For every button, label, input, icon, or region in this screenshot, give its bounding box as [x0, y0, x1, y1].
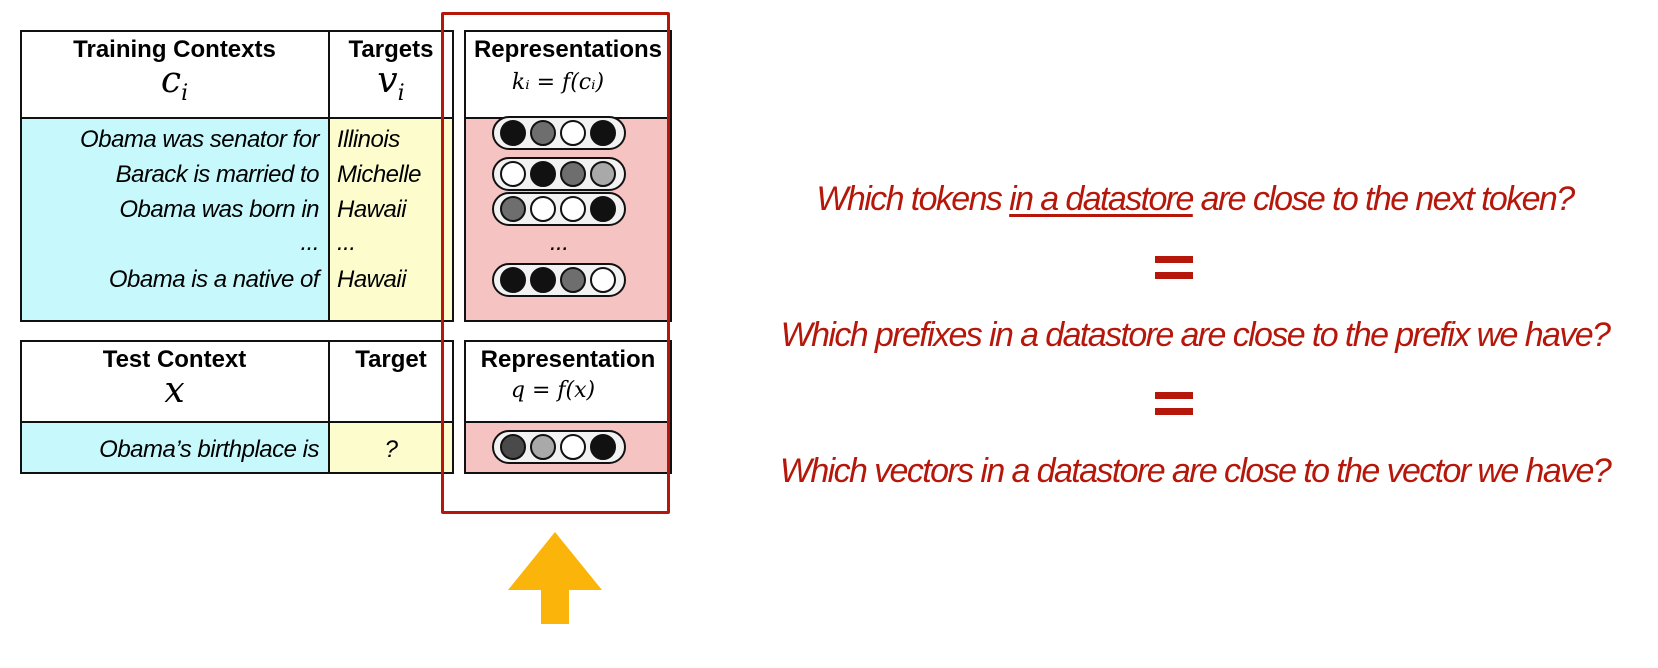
- test-table: Test Context x Target Representation q =…: [20, 340, 672, 474]
- question-tokens: Which tokens in a datastore are close to…: [816, 180, 1575, 218]
- underlined-datastore: in a datastore: [1009, 180, 1194, 218]
- vector-dot: [560, 267, 586, 293]
- test-target-text: ?: [384, 436, 398, 463]
- test-repr-formula: q = f(x): [510, 378, 596, 403]
- test-target-cell: [329, 422, 454, 473]
- training-target-3: Hawaii: [337, 196, 407, 223]
- training-target-5: Hawaii: [337, 266, 407, 293]
- header-test-context: Test Context x: [20, 340, 329, 422]
- training-context-1: Obama was senator for: [80, 126, 319, 153]
- repr-formula: kᵢ = f(cᵢ): [511, 70, 605, 95]
- test-context-symbol: x: [164, 370, 185, 411]
- header-target: Target: [355, 346, 427, 373]
- training-target-ellipsis: ...: [337, 229, 356, 256]
- vector-dot: [560, 196, 586, 222]
- vector-dot: [590, 161, 616, 187]
- vector-dot: [560, 161, 586, 187]
- training-target-cells: [329, 118, 454, 321]
- vector-pill-icon: [492, 157, 626, 191]
- training-context-cells: [20, 118, 329, 321]
- header-representations: Representations kᵢ = f(cᵢ): [464, 30, 672, 118]
- vector-dot: [530, 196, 556, 222]
- header-targets: Targets vi: [329, 30, 453, 118]
- header-representation: Representation q = f(x): [464, 340, 672, 422]
- vector-pill-icon: [492, 263, 626, 297]
- vector-pill-icon: [492, 116, 626, 150]
- training-table: Training Contexts ci Targets vi Represen…: [20, 30, 672, 322]
- header-training-contexts: Training Contexts ci: [20, 30, 329, 118]
- equals-sign: [1155, 392, 1193, 418]
- vector-dot: [560, 434, 586, 460]
- test-context-cell: [20, 422, 329, 473]
- training-target-1: Illinois: [337, 126, 400, 153]
- vector-pill-icon: [492, 430, 626, 464]
- targets-symbol: vi: [377, 60, 405, 107]
- vector-dot: [500, 434, 526, 460]
- training-context-ellipsis: ...: [300, 229, 319, 256]
- vector-dot: [530, 434, 556, 460]
- equals-sign: [1155, 256, 1193, 282]
- vector-dot: [530, 120, 556, 146]
- vector-dot: [500, 120, 526, 146]
- training-context-2: Barack is married to: [115, 161, 320, 188]
- vector-dot: [590, 196, 616, 222]
- vector-dot: [530, 267, 556, 293]
- training-target-2: Michelle: [337, 161, 422, 188]
- vector-dot: [500, 196, 526, 222]
- question-prefixes: Which prefixes in a datastore are close …: [780, 316, 1611, 354]
- vector-pill-icon: [492, 192, 626, 226]
- test-context-text: Obama’s birthplace is: [99, 436, 319, 463]
- vector-dot: [530, 161, 556, 187]
- vector-dot: [590, 267, 616, 293]
- vector-dot: [590, 434, 616, 460]
- training-context-3: Obama was born in: [119, 196, 319, 223]
- vector-dot: [500, 267, 526, 293]
- representation-highlight-box: [441, 12, 670, 514]
- question-vectors: Which vectors in a datastore are close t…: [779, 452, 1612, 490]
- up-arrow-icon: [508, 532, 602, 624]
- contexts-symbol: ci: [160, 60, 189, 107]
- vector-dot: [590, 120, 616, 146]
- training-context-5: Obama is a native of: [108, 266, 320, 293]
- training-repr-ellipsis: ...: [550, 229, 569, 256]
- vector-dot: [560, 120, 586, 146]
- vector-dot: [500, 161, 526, 187]
